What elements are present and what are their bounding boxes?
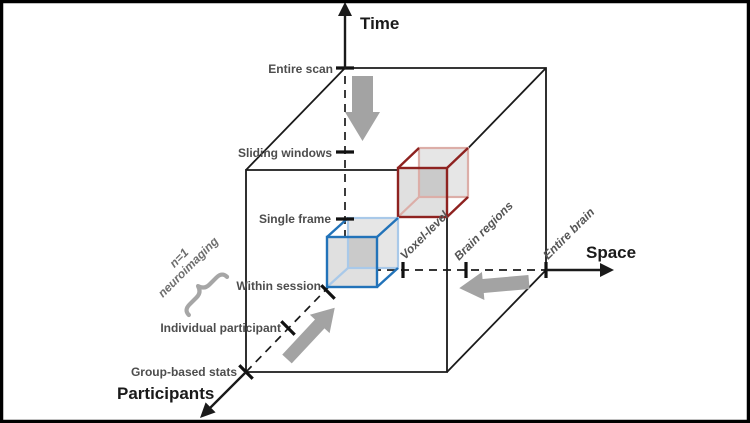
blue-cube-visible-edges bbox=[325, 217, 399, 289]
participants-axis-arrow bbox=[200, 371, 247, 418]
tick-within-session bbox=[320, 284, 336, 300]
tick-label-individual-participant: Individual participant bbox=[160, 321, 281, 335]
tick-label-sliding-windows: Sliding windows bbox=[238, 146, 332, 160]
participants-arrowhead-icon bbox=[200, 402, 216, 418]
tick-label-within-session: Within session bbox=[236, 279, 321, 293]
tick-label-single-frame: Single frame bbox=[259, 212, 331, 226]
blue-cube-hidden-edges bbox=[326, 216, 400, 288]
arrow-up-right-icon bbox=[282, 307, 335, 364]
blue-cube bbox=[325, 216, 400, 289]
axis-arrows bbox=[200, 2, 614, 418]
red-cube-visible-edges bbox=[396, 147, 469, 219]
n1-annotation: n=1 neuroimaging bbox=[155, 234, 221, 300]
tick-individual-participant bbox=[280, 320, 296, 336]
red-cube-hidden-edges bbox=[397, 146, 470, 218]
time-arrowhead-icon bbox=[338, 2, 352, 16]
tick-label-brain-regions: Brain regions bbox=[451, 198, 516, 263]
cube-top-back-right-edges bbox=[245, 67, 547, 270]
tick-label-group-based-stats: Group-based stats bbox=[131, 365, 237, 379]
space-arrowhead-icon bbox=[600, 263, 614, 277]
arrow-down-icon bbox=[345, 76, 380, 141]
time-axis-label: Time bbox=[360, 14, 399, 33]
red-cube-overlap-fill bbox=[419, 168, 447, 197]
arrow-left-icon bbox=[459, 272, 530, 300]
cube-bottom-right-depth-edge bbox=[446, 269, 547, 373]
participants-axis-label: Participants bbox=[117, 384, 214, 403]
blue-cube-overlap-fill bbox=[348, 237, 377, 268]
tick-label-entire-scan: Entire scan bbox=[268, 62, 333, 76]
gray-arrows bbox=[282, 76, 530, 364]
space-axis-label: Space bbox=[586, 243, 636, 262]
space-axis-arrow bbox=[546, 263, 614, 277]
red-cube bbox=[396, 146, 470, 219]
n1-annotation-line2: neuroimaging bbox=[155, 234, 221, 300]
time-axis-arrow bbox=[338, 2, 352, 69]
curly-brace-icon bbox=[184, 272, 230, 318]
